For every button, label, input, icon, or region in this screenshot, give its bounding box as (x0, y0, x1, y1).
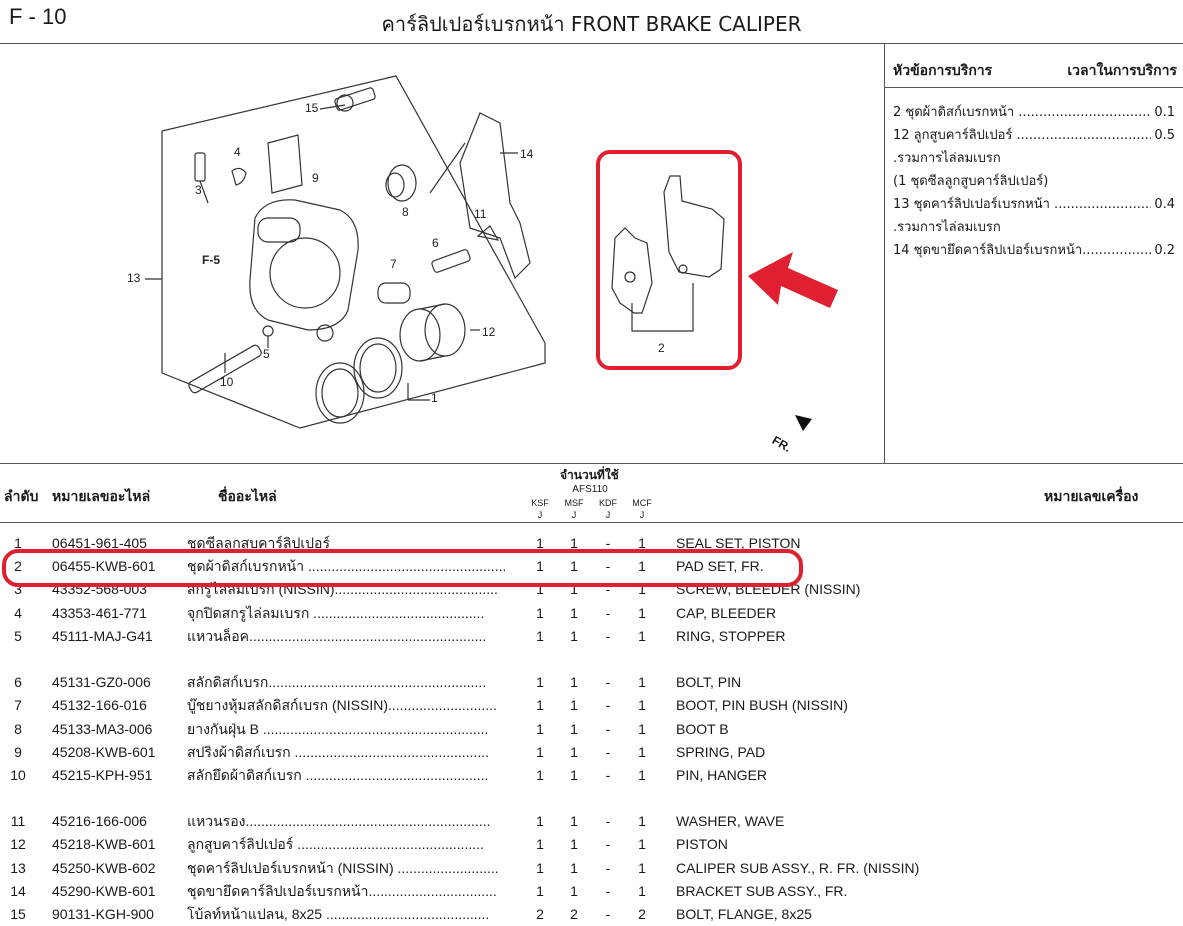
bracket-drawing (459, 112, 531, 280)
callout-1: 1 (431, 391, 438, 405)
service-row: 13 ชุดคาร์ลิปเปอร์เบรกหน้า .............… (893, 197, 1175, 212)
callout-4: 4 (234, 145, 241, 159)
hanger-pin-drawing (188, 344, 262, 394)
callout-14: 14 (520, 147, 534, 161)
pin-bush-drawing (377, 282, 411, 304)
piston-seal-drawing (315, 337, 403, 424)
piston-drawing (399, 303, 466, 362)
page-title: คาร์ลิปเปอร์เบรกหน้า FRONT BRAKE CALIPER (381, 12, 802, 36)
callout-f5: F-5 (202, 253, 220, 267)
col-head-ksf: KSF (531, 498, 549, 508)
bleeder-screw-drawing (194, 152, 209, 204)
col-head-qty: จำนวนที่ใช้ (560, 468, 619, 482)
callout-15: 15 (305, 101, 319, 115)
brake-pads-drawing (611, 175, 725, 332)
table-head-divider (0, 522, 1183, 523)
col-head-no: ลำดับ (4, 489, 39, 505)
col-sub-msf: J (571, 510, 577, 520)
service-divider (884, 43, 885, 463)
pad-spring-drawing (267, 134, 303, 194)
caliper-body-drawing (249, 199, 359, 331)
service-heading: หัวข้อการบริการ (893, 63, 993, 79)
col-head-engine: หมายเลขเครื่อง (1044, 489, 1139, 505)
col-sub-kdf: J (605, 510, 611, 520)
service-row: .รวมการไล่ลมเบรก (893, 220, 1001, 235)
col-head-kdf: KDF (599, 498, 617, 508)
service-row: (1 ชุดซีลลูกสูบคาร์ลิปเปอร์) (893, 174, 1049, 189)
col-head-name: ชื่ออะไหล่ (218, 489, 277, 505)
col-sub-mcf: J (639, 510, 645, 520)
service-row: 12 ลูกสูบคาร์ลิปเปอร์ ..................… (893, 128, 1175, 143)
callout-8: 8 (402, 205, 409, 219)
exploded-diagram: 15 14 4 9 3 8 11 F-5 13 6 7 12 5 10 1 2 … (0, 43, 884, 463)
service-row: 2 ชุดผ้าดิสก์เบรกหน้า ..................… (893, 105, 1175, 120)
col-head-msf: MSF (564, 498, 584, 508)
callout-13: 13 (127, 271, 141, 285)
callout-3: 3 (195, 183, 202, 197)
col-head-part-no: หมายเลขอะไหล่ (52, 489, 151, 505)
callout-5: 5 (263, 347, 270, 361)
service-row: .รวมการไล่ลมเบรก (893, 151, 1001, 166)
callout-11: 11 (474, 207, 487, 221)
caliper-drawing (145, 75, 812, 431)
wave-washer-drawing (476, 225, 500, 241)
col-sub-ksf: J (537, 510, 543, 520)
table-top-divider (0, 463, 1183, 464)
service-row: 14 ชุดขายึดคาร์ลิปเปอร์เบรกหน้า.........… (893, 243, 1175, 258)
col-head-model: AFS110 (572, 484, 608, 495)
service-time-heading: เวลาในการบริการ (1067, 63, 1177, 79)
bleeder-cap-drawing (231, 167, 247, 186)
callout-6: 6 (432, 236, 439, 250)
page-code: F - 10 (9, 4, 67, 29)
row-highlight-box (2, 549, 803, 587)
stopper-ring-drawing (262, 325, 274, 337)
header-divider (0, 43, 1183, 44)
row-spacer (0, 648, 1183, 671)
bolt-pin-drawing (431, 249, 471, 273)
callout-12: 12 (482, 325, 496, 339)
row-spacer (0, 787, 1183, 810)
service-list: 2 ชุดผ้าดิสก์เบรกหน้า ..................… (893, 101, 1175, 262)
fr-direction-arrow (795, 415, 812, 431)
service-head-divider (885, 87, 1183, 88)
callout-9: 9 (312, 171, 319, 185)
callout-7: 7 (390, 257, 397, 271)
pad-highlight-box (596, 150, 742, 370)
boot-b-drawing (385, 164, 417, 202)
callout-2: 2 (658, 341, 665, 355)
col-head-mcf: MCF (632, 498, 652, 508)
highlight-arrow-icon (748, 252, 838, 308)
callout-10: 10 (220, 375, 234, 389)
flange-bolt-drawing (334, 87, 376, 112)
